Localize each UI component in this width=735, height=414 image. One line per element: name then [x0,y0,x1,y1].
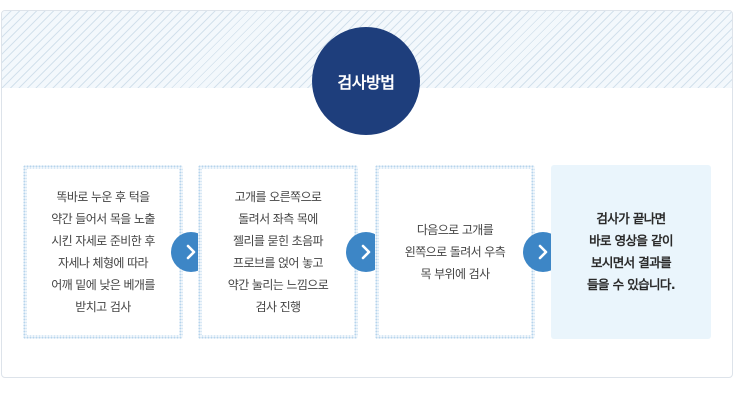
step-1-text: 똑바로 누운 후 턱을 약간 들어서 목을 노출 시킨 자세로 준비한 후 자세… [51,190,155,314]
step-1-card: 똑바로 누운 후 턱을 약간 들어서 목을 노출 시킨 자세로 준비한 후 자세… [23,165,183,339]
step-3-card: 다음으로 고개를 왼쪽으로 돌려서 우측 목 부위에 검사 [375,165,535,339]
chevron-right-icon [361,244,371,260]
step-2-text: 고개를 오른쪽으로 돌려서 좌측 목에 젤리를 묻힌 초음파 프로브를 얹어 놓… [227,190,329,314]
section-title-badge: 검사방법 [312,27,420,135]
section-title: 검사방법 [337,73,395,92]
step-4-result-card: 검사가 끝나면 바로 영상을 같이 보시면서 결과를 들을 수 있습니다. [551,165,711,339]
step-4-text: 검사가 끝나면 바로 영상을 같이 보시면서 결과를 들을 수 있습니다. [587,211,676,292]
chevron-right-icon [538,244,548,260]
chevron-right-icon [186,244,196,260]
step-2-card: 고개를 오른쪽으로 돌려서 좌측 목에 젤리를 묻힌 초음파 프로브를 얹어 놓… [198,165,358,339]
step-3-text: 다음으로 고개를 왼쪽으로 돌려서 우측 목 부위에 검사 [404,223,506,281]
